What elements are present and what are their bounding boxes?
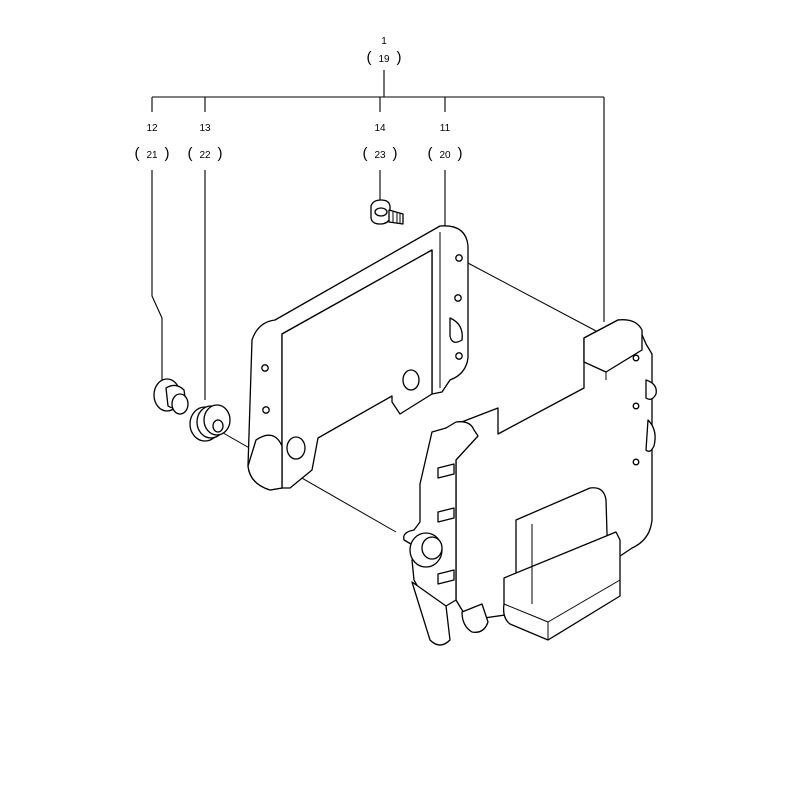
callout-14-open-paren: (	[363, 145, 368, 162]
callout-12-close-paren: )	[165, 145, 170, 162]
callout-14-ref: 23	[374, 150, 386, 161]
callout-12-open-paren: (	[135, 145, 140, 162]
callout-1: 1 ( 19 )	[367, 36, 402, 66]
callout-14-close-paren: )	[393, 145, 398, 162]
part-leaders	[151, 170, 599, 533]
bolt-part	[370, 199, 404, 225]
grommet-part	[189, 404, 231, 442]
callout-1-open-paren: (	[367, 49, 372, 66]
callout-11-open-paren: (	[428, 145, 433, 162]
callout-13-close-paren: )	[218, 145, 223, 162]
callout-12: 12 ( 21 )	[135, 123, 170, 162]
callout-12-number: 12	[146, 123, 158, 134]
callout-1-close-paren: )	[397, 49, 402, 66]
callout-11-number: 11	[440, 123, 451, 134]
mounting-bracket-part	[247, 225, 469, 491]
callout-12-ref: 21	[146, 150, 158, 161]
callout-13-number: 13	[199, 123, 211, 134]
callout-11: 11 ( 20 )	[428, 123, 463, 162]
callout-14-number: 14	[374, 123, 386, 134]
callout-13-open-paren: (	[188, 145, 193, 162]
control-unit-part	[403, 319, 657, 646]
collar-part	[153, 378, 189, 415]
callout-11-ref: 20	[439, 150, 451, 161]
callout-14: 14 ( 23 )	[363, 123, 398, 162]
callout-1-ref: 19	[378, 54, 390, 65]
callout-13-ref: 22	[199, 150, 211, 161]
callout-1-number: 1	[381, 36, 387, 47]
leader-lines	[151, 70, 605, 322]
callout-13: 13 ( 22 )	[188, 123, 223, 162]
callout-11-close-paren: )	[458, 145, 463, 162]
